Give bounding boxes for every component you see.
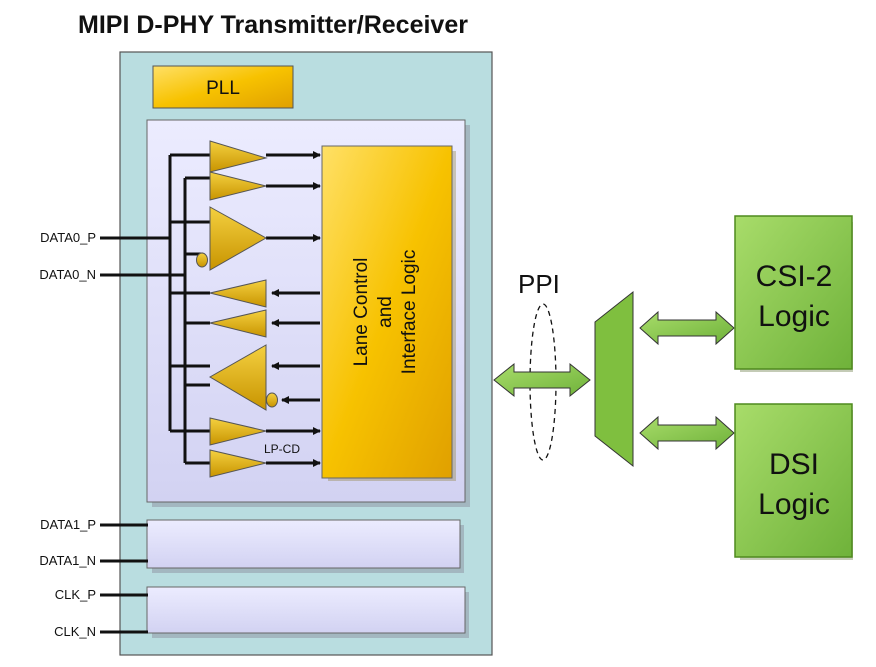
rx-hs-amp	[209, 206, 268, 271]
lpcd-label: LP-CD	[264, 442, 300, 456]
pin-data1-p: DATA1_P	[40, 517, 96, 532]
ppi-double-arrow	[493, 362, 591, 398]
ppi-label: PPI	[518, 269, 560, 299]
dsi-label-line1: DSI	[769, 448, 819, 481]
lpcd-amp-2	[209, 449, 267, 478]
lpcd-amp-1	[209, 417, 267, 446]
lane-logic-text: Lane Control and Interface Logic	[351, 250, 420, 375]
rx-amp-2	[209, 171, 267, 201]
lane-logic-line1: Lane Control	[351, 258, 372, 367]
tx-inversion-bubble	[266, 392, 278, 408]
rx-inversion-bubble	[196, 252, 208, 268]
tx-amp-2	[209, 309, 267, 338]
pin-data0-n: DATA0_N	[39, 267, 96, 282]
pin-clk-n: CLK_N	[54, 624, 96, 639]
lane0-amplifiers	[209, 140, 268, 478]
tx-hs-amp	[209, 344, 267, 411]
rx-amp-1	[209, 140, 268, 173]
lane-logic-line2: and	[375, 296, 396, 328]
pin-data0-p: DATA0_P	[40, 230, 96, 245]
pll-label: PLL	[206, 78, 240, 99]
lane0-wiring	[100, 153, 210, 465]
pin-data1-n: DATA1_N	[39, 553, 96, 568]
dsi-label-line2: Logic	[758, 488, 830, 521]
mux-block	[594, 290, 634, 468]
lane-logic-block	[321, 145, 453, 479]
pin-clk-p: CLK_P	[55, 587, 96, 602]
lane-logic-line3: Interface Logic	[399, 250, 420, 375]
clk-lane-block	[146, 586, 466, 634]
dsi-logic-block	[734, 403, 853, 558]
csi-double-arrow	[639, 310, 735, 346]
pin-wires	[100, 523, 148, 634]
csi-logic-block	[734, 215, 853, 370]
tx-amp-1	[209, 279, 267, 308]
lane0-arrows	[266, 151, 321, 467]
diagram-title: MIPI D-PHY Transmitter/Receiver	[78, 11, 468, 39]
dsi-double-arrow	[639, 415, 735, 451]
csi-label-line1: CSI-2	[756, 260, 833, 293]
csi-label-line2: Logic	[758, 300, 830, 333]
lane1-block	[146, 519, 461, 569]
pll-block	[152, 65, 294, 109]
